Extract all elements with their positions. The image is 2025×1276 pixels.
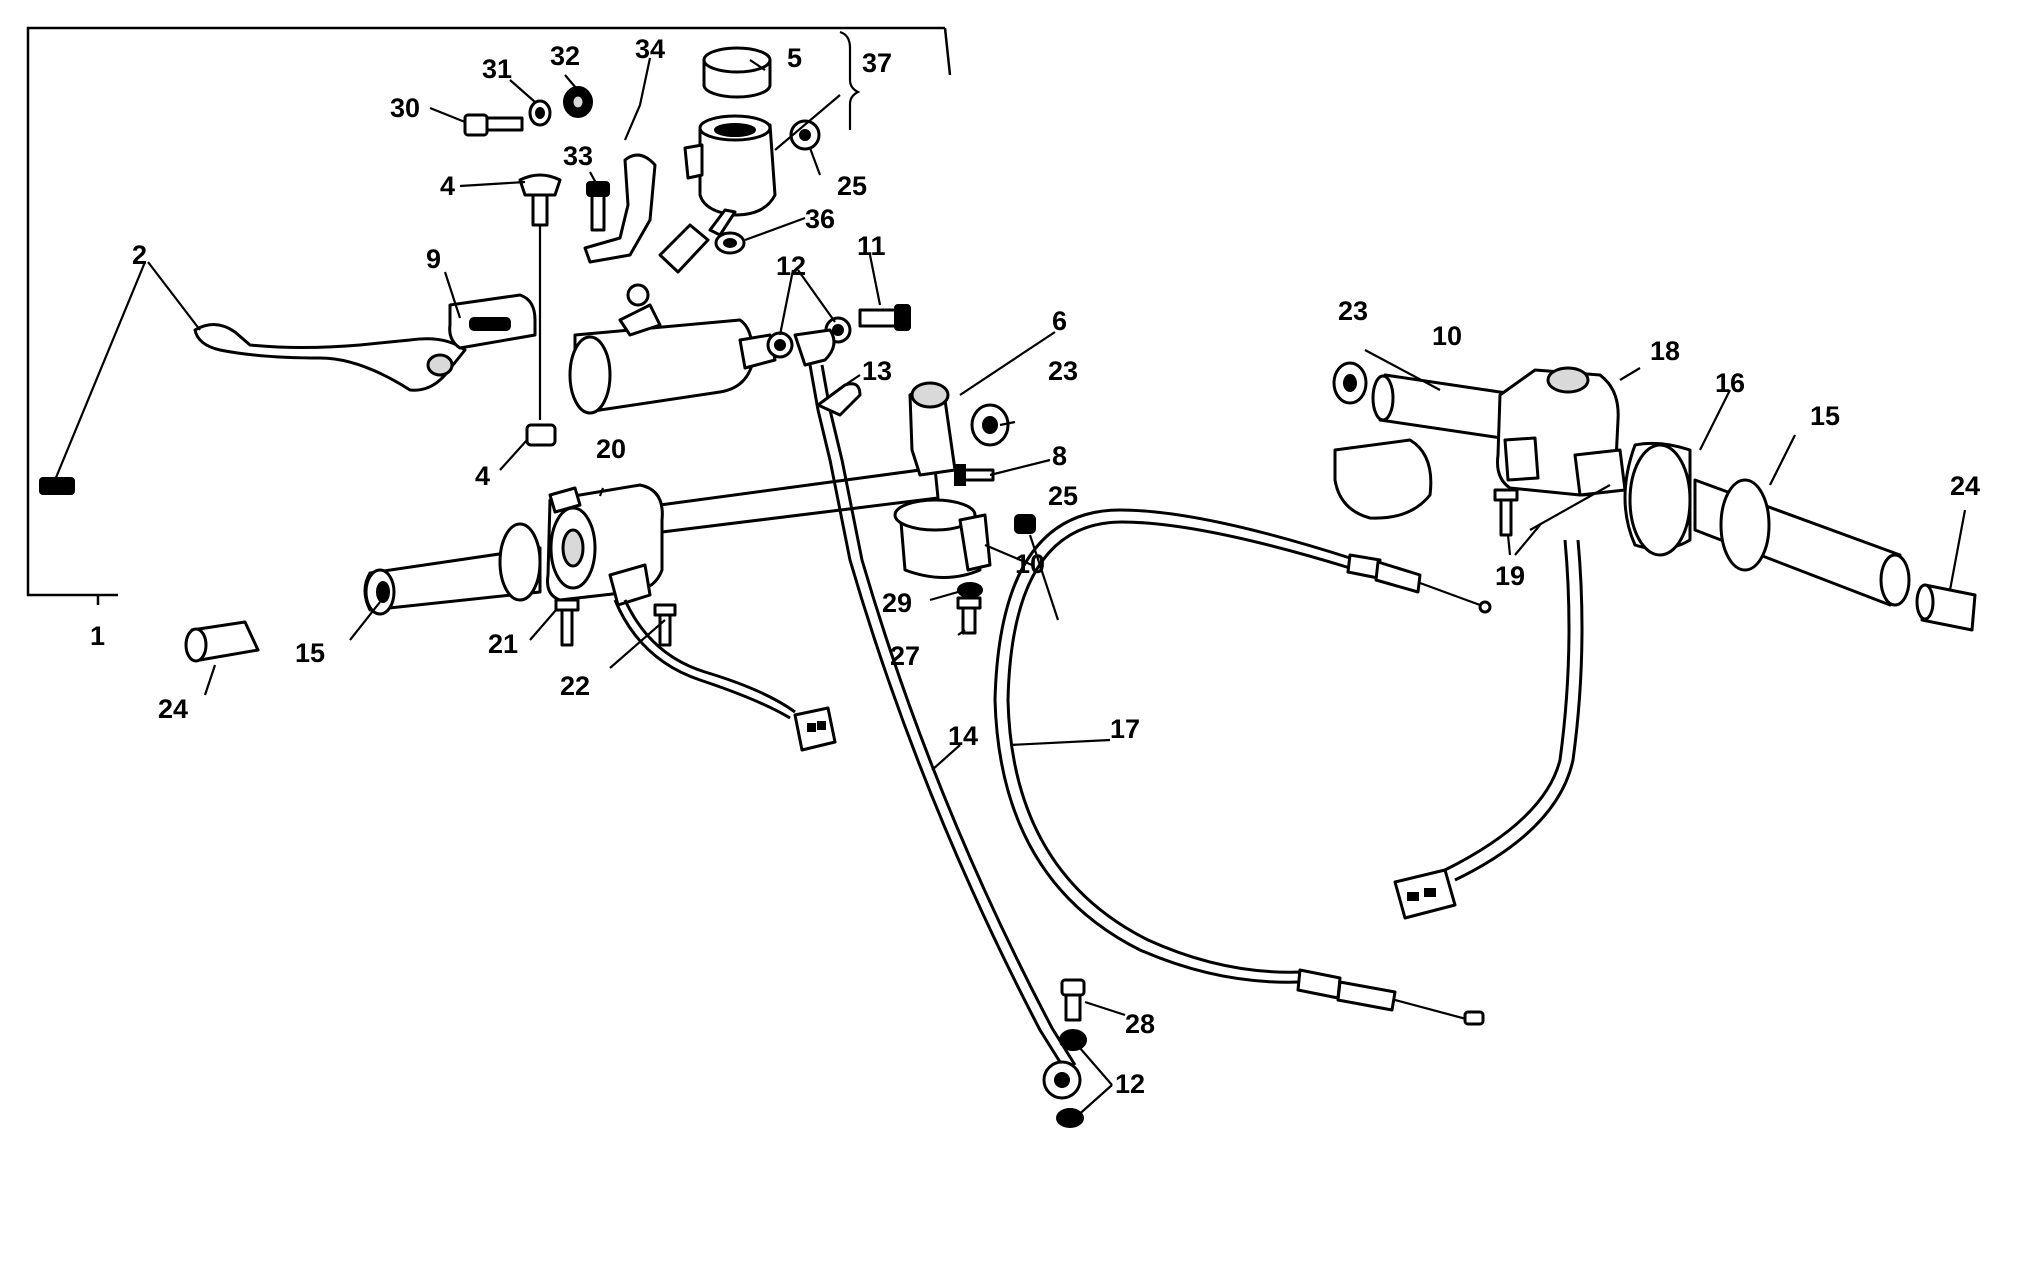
callout-labels: 1 2 4 4 5 6 8 9 10 10 11 12 12 13 14 15 … bbox=[90, 34, 1980, 1099]
callout-32: 32 bbox=[550, 41, 580, 71]
callout-22: 22 bbox=[560, 671, 590, 701]
assembly-frame bbox=[26, 26, 952, 605]
callout-36: 36 bbox=[805, 204, 835, 234]
callout-15-left: 15 bbox=[295, 638, 325, 668]
callout-31: 31 bbox=[482, 54, 512, 84]
nut-32 bbox=[563, 86, 593, 118]
clutch-lever bbox=[193, 323, 467, 392]
screw-27 bbox=[956, 596, 982, 635]
washer-29 bbox=[957, 582, 983, 598]
fluid-reservoir bbox=[683, 114, 777, 237]
reservoir-cap-5 bbox=[702, 46, 772, 99]
callout-33: 33 bbox=[563, 141, 593, 171]
reservoir-bracket bbox=[583, 153, 657, 264]
callout-1: 1 bbox=[90, 621, 105, 651]
lower-banjo-fitting bbox=[1042, 1060, 1082, 1100]
cable-17 bbox=[993, 508, 1492, 1026]
spacer-23-right bbox=[1332, 361, 1368, 405]
callout-29: 29 bbox=[882, 588, 912, 618]
screw-33 bbox=[586, 181, 610, 232]
callout-19: 19 bbox=[1495, 561, 1525, 591]
callout-6: 6 bbox=[1052, 306, 1067, 336]
lever-adjuster-screw bbox=[39, 477, 75, 495]
bolt-8 bbox=[954, 464, 995, 486]
callout-12-upper: 12 bbox=[776, 251, 806, 281]
screw-21 bbox=[554, 598, 580, 647]
callout-12-lower: 12 bbox=[1115, 1069, 1145, 1099]
screws-19 bbox=[1493, 484, 1611, 537]
callout-20: 20 bbox=[596, 434, 626, 464]
left-bar-end bbox=[184, 620, 260, 663]
callout-24-left: 24 bbox=[158, 694, 188, 724]
callout-5: 5 bbox=[787, 43, 802, 73]
callout-9: 9 bbox=[426, 244, 441, 274]
callout-8: 8 bbox=[1052, 441, 1067, 471]
throttle-housing-16 bbox=[1623, 441, 1692, 557]
callout-10-left: 10 bbox=[1015, 549, 1045, 579]
right-grip bbox=[1693, 478, 1911, 607]
callout-4-top: 4 bbox=[440, 171, 455, 201]
brake-hose bbox=[793, 328, 1077, 1071]
nut-25-lower bbox=[1014, 514, 1036, 534]
bolt-30 bbox=[463, 113, 524, 137]
callout-25-upper: 25 bbox=[837, 171, 867, 201]
callout-16: 16 bbox=[1715, 368, 1745, 398]
right-switch-housing bbox=[1496, 366, 1627, 497]
callout-4-bottom: 4 bbox=[475, 461, 490, 491]
reservoir-hose bbox=[658, 223, 710, 274]
callout-21: 21 bbox=[488, 629, 518, 659]
leader-lines bbox=[53, 30, 1967, 1119]
pivot-nut-4 bbox=[525, 423, 557, 447]
upper-clamp-6 bbox=[908, 381, 957, 477]
callout-24-right: 24 bbox=[1950, 471, 1980, 501]
throttle-tube-10 bbox=[1333, 373, 1522, 520]
right-switch-cable bbox=[1393, 539, 1584, 920]
left-grip bbox=[363, 522, 542, 616]
washer-31 bbox=[528, 99, 552, 127]
callout-28: 28 bbox=[1125, 1009, 1155, 1039]
left-switch-cable bbox=[613, 599, 837, 752]
callout-13: 13 bbox=[862, 356, 892, 386]
callout-17: 17 bbox=[1110, 714, 1140, 744]
callout-23-right: 23 bbox=[1338, 296, 1368, 326]
callout-25-lower: 25 bbox=[1048, 481, 1078, 511]
callout-23-left: 23 bbox=[1048, 356, 1078, 386]
callout-30: 30 bbox=[390, 93, 420, 123]
left-switch-housing bbox=[546, 483, 664, 607]
right-bar-end bbox=[1915, 583, 1977, 632]
screw-22 bbox=[653, 603, 677, 647]
callout-14: 14 bbox=[948, 721, 978, 751]
callout-18: 18 bbox=[1650, 336, 1680, 366]
pivot-bolt-4 bbox=[518, 173, 562, 420]
master-cylinder bbox=[568, 283, 777, 415]
callout-15-right: 15 bbox=[1810, 401, 1840, 431]
callout-37: 37 bbox=[862, 48, 892, 78]
lever-clamp-9 bbox=[448, 293, 537, 350]
callout-27: 27 bbox=[890, 641, 920, 671]
callout-10-right: 10 bbox=[1432, 321, 1462, 351]
callout-2: 2 bbox=[132, 240, 147, 270]
handlebar-tube bbox=[658, 466, 940, 534]
hose-clip-36 bbox=[714, 231, 746, 255]
bolt-28 bbox=[1060, 978, 1086, 1022]
callout-34: 34 bbox=[635, 34, 665, 64]
callout-11: 11 bbox=[857, 231, 886, 261]
banjo-bolt-11 bbox=[858, 304, 911, 331]
lower-clamp-10 bbox=[893, 498, 992, 579]
spacer-23-left bbox=[970, 403, 1010, 447]
washer-25-upper bbox=[789, 119, 821, 151]
